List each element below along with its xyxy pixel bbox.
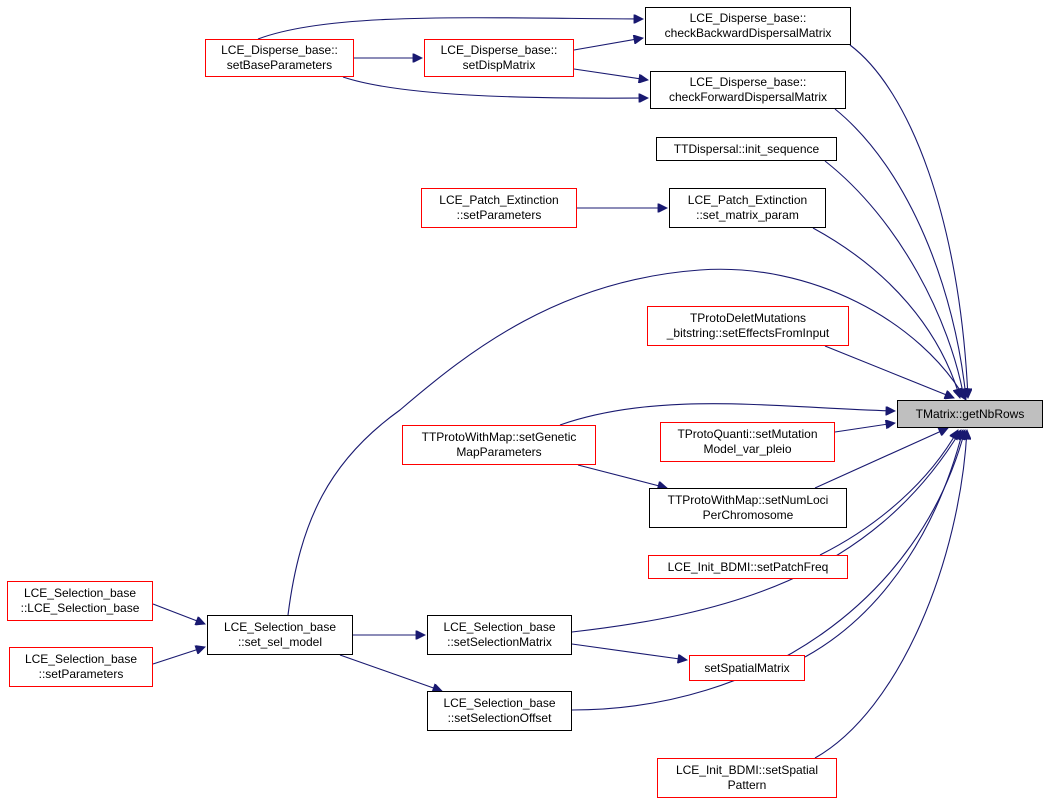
node-label: LCE_Patch_Extinction	[687, 193, 808, 207]
edge-setGeneticMapParameters-to-getNbRows	[559, 403, 895, 426]
node-label: PerChromosome	[702, 508, 794, 522]
node-disperse-set-base-parameters[interactable]: LCE_Disperse_base:: setBaseParameters	[205, 39, 354, 77]
node-set-mutation-model-var-pleio[interactable]: TProtoQuanti::setMutation Model_var_plei…	[660, 422, 835, 462]
edge-patchExtSetMatrixParam-to-getNbRows	[812, 227, 960, 398]
node-label: LCE_Selection_base	[223, 620, 337, 634]
node-check-backward-dispersal-matrix[interactable]: LCE_Disperse_base:: checkBackwardDispers…	[645, 7, 851, 45]
node-label: ::setSelectionMatrix	[447, 635, 552, 649]
node-label: ::set_matrix_param	[696, 208, 799, 222]
node-label: TProtoDeletMutations	[689, 311, 807, 325]
node-label: LCE_Selection_base	[443, 696, 556, 710]
node-label: ::setSelectionOffset	[447, 711, 552, 725]
node-label: TProtoQuanti::setMutation	[677, 427, 818, 441]
node-label: ::setParameters	[38, 667, 124, 681]
node-label: TTProtoWithMap::setGenetic	[421, 430, 577, 444]
node-label: _bitstring::setEffectsFromInput	[666, 326, 830, 340]
node-label: TTProtoWithMap::setNumLoci	[667, 493, 829, 507]
edge-checkForward-to-getNbRows	[834, 108, 966, 398]
edge-setSelectionMatrix-to-getNbRows	[571, 430, 961, 633]
node-patch-extinction-set-parameters[interactable]: LCE_Patch_Extinction ::setParameters	[421, 188, 577, 228]
node-label: LCE_Disperse_base::	[440, 43, 558, 57]
node-label: LCE_Disperse_base::	[689, 11, 807, 25]
node-label: ::LCE_Selection_base	[20, 601, 140, 615]
edge-setSpatialPattern-to-getNbRows	[814, 430, 967, 759]
node-selection-base-constructor[interactable]: LCE_Selection_base ::LCE_Selection_base	[7, 581, 153, 621]
node-label: LCE_Patch_Extinction	[439, 193, 559, 207]
node-label: ::set_sel_model	[237, 635, 323, 649]
node-selection-base-set-sel-model[interactable]: LCE_Selection_base ::set_sel_model	[207, 615, 353, 655]
edge-setBaseParameters-to-checkBackward	[257, 18, 643, 40]
node-selection-base-set-selection-matrix[interactable]: LCE_Selection_base ::setSelectionMatrix	[427, 615, 572, 655]
node-init-bdmi-set-spatial-pattern[interactable]: LCE_Init_BDMI::setSpatial Pattern	[657, 758, 837, 798]
node-label: TTDispersal::init_sequence	[673, 141, 820, 156]
edge-setSelectionOffset-to-getNbRows	[571, 430, 965, 711]
node-label: LCE_Init_BDMI::setSpatial	[675, 763, 819, 777]
node-label: setDispMatrix	[462, 58, 536, 72]
node-label: setBaseParameters	[226, 58, 333, 72]
node-init-bdmi-set-patch-freq[interactable]: LCE_Init_BDMI::setPatchFreq	[648, 555, 848, 579]
edge-setSelModel-to-setSelectionOffset	[339, 654, 442, 691]
node-label: checkForwardDispersalMatrix	[668, 90, 828, 104]
edge-checkBackward-to-getNbRows	[849, 44, 968, 398]
node-set-genetic-map-parameters[interactable]: TTProtoWithMap::setGenetic MapParameters	[402, 425, 596, 465]
edge-selSetParameters-to-setSelModel	[152, 647, 205, 665]
node-label: checkBackwardDispersalMatrix	[664, 26, 832, 40]
node-check-forward-dispersal-matrix[interactable]: LCE_Disperse_base:: checkForwardDispersa…	[650, 71, 846, 109]
edge-selCtor-to-setSelModel	[152, 603, 205, 624]
node-ttdispersal-init-sequence[interactable]: TTDispersal::init_sequence	[656, 137, 837, 161]
node-label: LCE_Init_BDMI::setPatchFreq	[667, 559, 829, 574]
node-selection-base-set-selection-offset[interactable]: LCE_Selection_base ::setSelectionOffset	[427, 691, 572, 731]
node-label: LCE_Selection_base	[443, 620, 556, 634]
node-set-spatial-matrix[interactable]: setSpatialMatrix	[689, 655, 805, 681]
node-tmatrix-getnbrows: TMatrix::getNbRows	[897, 400, 1043, 428]
node-disperse-set-disp-matrix[interactable]: LCE_Disperse_base:: setDispMatrix	[424, 39, 574, 77]
edge-setSpatialMatrix-to-getNbRows	[804, 430, 963, 658]
edge-setGeneticMapParameters-to-setNumLociPerChromosome	[577, 464, 667, 488]
node-selection-base-set-parameters[interactable]: LCE_Selection_base ::setParameters	[9, 647, 153, 687]
edge-setSelModel-to-getNbRows	[287, 268, 966, 616]
node-label: setSpatialMatrix	[704, 660, 790, 675]
node-label: TMatrix::getNbRows	[915, 406, 1025, 421]
edge-setMutationModelVarPleio-to-getNbRows	[834, 423, 895, 433]
node-label: LCE_Selection_base	[24, 652, 138, 666]
node-label: MapParameters	[456, 445, 542, 459]
node-label: LCE_Disperse_base::	[221, 43, 338, 57]
node-label: LCE_Selection_base	[23, 586, 137, 600]
edge-setBaseParameters-to-checkForward	[342, 76, 648, 98]
edge-setDispMatrix-to-checkBackward	[573, 38, 643, 51]
node-patch-extinction-set-matrix-param[interactable]: LCE_Patch_Extinction ::set_matrix_param	[669, 188, 826, 228]
node-label: Pattern	[727, 778, 767, 792]
edge-setSelectionMatrix-to-setSpatialMatrix	[571, 643, 687, 660]
edge-setEffectsFromInput-to-getNbRows	[824, 345, 954, 398]
node-label: Model_var_pleio	[703, 442, 792, 456]
edge-setNumLociPerChromosome-to-getNbRows	[814, 428, 948, 489]
node-set-num-loci-per-chromosome[interactable]: TTProtoWithMap::setNumLoci PerChromosome	[649, 488, 847, 528]
edge-initSequence-to-getNbRows	[824, 160, 964, 398]
edge-setDispMatrix-to-checkForward	[573, 68, 648, 80]
node-set-effects-from-input[interactable]: TProtoDeletMutations _bitstring::setEffe…	[647, 306, 849, 346]
node-label: ::setParameters	[456, 208, 542, 222]
node-label: LCE_Disperse_base::	[689, 75, 807, 89]
edge-setPatchFreq-to-getNbRows	[819, 430, 958, 556]
